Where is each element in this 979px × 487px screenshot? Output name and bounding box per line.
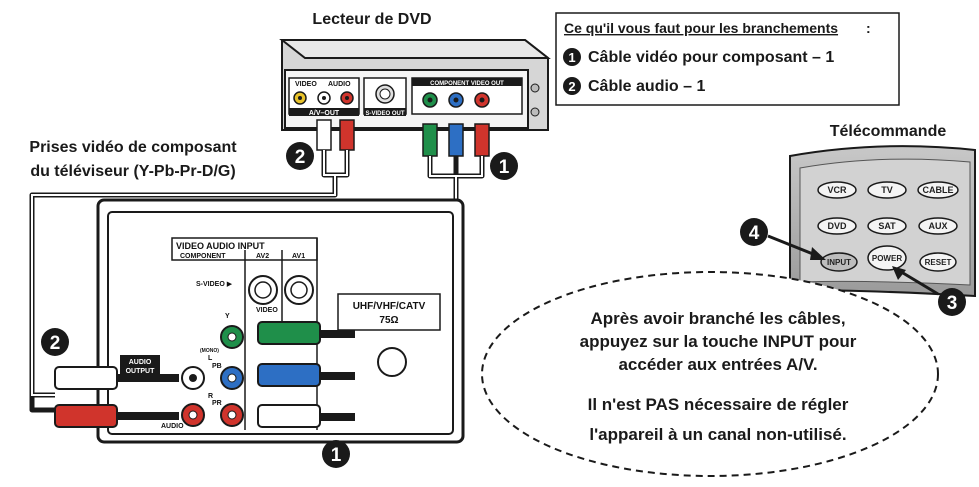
callout-line-3: accéder aux entrées A/V. [618, 355, 817, 374]
tv-mono-label: (MONO) [200, 348, 219, 354]
dvd-video-label: VIDEO [295, 81, 317, 88]
needs-marker-2 [563, 77, 581, 95]
remote-input-label: INPUT [827, 258, 851, 267]
tv-video-label: VIDEO [256, 307, 278, 314]
arrow-3: 3 [892, 266, 966, 316]
callout-line-1: Après avoir branché les câbles, [590, 309, 845, 328]
dvd-audio-label: AUDIO [328, 81, 351, 88]
remote-dvd-label: DVD [827, 221, 847, 231]
tv-y-label: Y [225, 313, 230, 320]
needs-item-1: Câble vidéo pour composant – 1 [588, 49, 834, 66]
tv-audio-output-label-2: OUTPUT [126, 368, 156, 375]
remote-dvd-button[interactable] [817, 217, 857, 235]
remote-title: Télécommande [830, 123, 947, 140]
remote-aux-label: AUX [928, 221, 947, 231]
dvd-player: A/V–OUT VIDEO AUDIO S-VIDEO OUT COMPONEN… [279, 39, 551, 131]
marker-1-top: 1 [490, 152, 518, 180]
needs-marker-2-num: 2 [568, 79, 575, 94]
instruction-callout: Après avoir branché les câbles, appuyez … [481, 271, 939, 477]
needs-box-title-suffix: : [866, 20, 871, 36]
tv-component-label: COMPONENT [180, 253, 226, 260]
marker-1-top-num: 1 [499, 157, 510, 178]
tv-av2-label: AV2 [256, 253, 269, 260]
needs-box-title: Ce qu'il vous faut pour les branchements [564, 20, 838, 36]
tv-antenna-jack [377, 347, 407, 377]
marker-2-left-num: 2 [50, 333, 61, 354]
needs-item-2: Câble audio – 1 [588, 78, 705, 95]
callout-line-4: Il n'est PAS nécessaire de régler [588, 395, 849, 414]
remote-sat-label: SAT [878, 221, 896, 231]
tv-av1-label: AV1 [292, 253, 305, 260]
remote-cable-button[interactable] [917, 181, 959, 199]
tv-video-audio-input-label: VIDEO AUDIO INPUT [176, 241, 265, 251]
tv-uhf-label: UHF/VHF/CATV [353, 301, 426, 312]
remote-reset-button[interactable] [919, 252, 957, 272]
remote-aux-button[interactable] [918, 217, 958, 235]
callout-line-2: appuyez sur la touche INPUT pour [580, 332, 857, 351]
remote-tv-button[interactable] [867, 181, 907, 199]
arrow-4: 4 [740, 218, 826, 260]
needs-box: Ce qu'il vous faut pour les branchements… [555, 12, 900, 106]
marker-1-bottom: 1 [322, 440, 350, 468]
marker-1-bottom-num: 1 [331, 445, 342, 466]
marker-2-top: 2 [286, 142, 314, 170]
tv-svideo-label: S-VIDEO ▶ [196, 281, 233, 288]
tv-r-label: R [208, 393, 213, 400]
tv-ohm-label: 75Ω [379, 315, 398, 326]
remote-cable-label: CABLE [923, 185, 954, 195]
remote-power-label: POWER [872, 254, 902, 263]
remote-sat-button[interactable] [867, 217, 907, 235]
dvd-component-out-label: COMPONENT VIDEO OUT [430, 81, 504, 87]
tv-pr-label: PR [212, 400, 222, 407]
marker-2-left: 2 [41, 328, 69, 356]
marker-3-num: 3 [947, 293, 958, 314]
dvd-av-out-label: A/V–OUT [309, 110, 340, 117]
remote-vcr-label: VCR [827, 185, 847, 195]
tv-jacks-label-2: du téléviseur (Y-Pb-Pr-D/G) [30, 163, 235, 180]
tv-audio-output-label-1: AUDIO [129, 359, 152, 366]
remote-control: VCR TV CABLE DVD SAT AUX INPUT POWER RES… [789, 145, 976, 298]
tv-plugs [54, 321, 355, 428]
remote-vcr-button[interactable] [817, 181, 857, 199]
needs-marker-1-num: 1 [568, 50, 575, 65]
marker-2-top-num: 2 [295, 147, 306, 168]
tv-audio-label: AUDIO [161, 423, 184, 430]
marker-4-num: 4 [749, 223, 760, 244]
remote-reset-label: RESET [925, 258, 952, 267]
needs-marker-1 [563, 48, 581, 66]
remote-tv-label: TV [881, 185, 893, 195]
tv-jacks-label-1: Prises vidéo de composant [29, 139, 237, 156]
callout-line-5: l'appareil à un canal non-utilisé. [589, 425, 846, 444]
remote-power-button[interactable] [867, 245, 907, 271]
dvd-title: Lecteur de DVD [312, 11, 431, 28]
remote-mode-buttons: VCR TV CABLE DVD SAT AUX [817, 181, 959, 235]
dvd-svideo-out-label: S-VIDEO OUT [365, 111, 404, 117]
tv-pb-label: PB [212, 363, 222, 370]
remote-input-button[interactable] [820, 252, 858, 272]
tv-l-label: L [208, 355, 213, 362]
